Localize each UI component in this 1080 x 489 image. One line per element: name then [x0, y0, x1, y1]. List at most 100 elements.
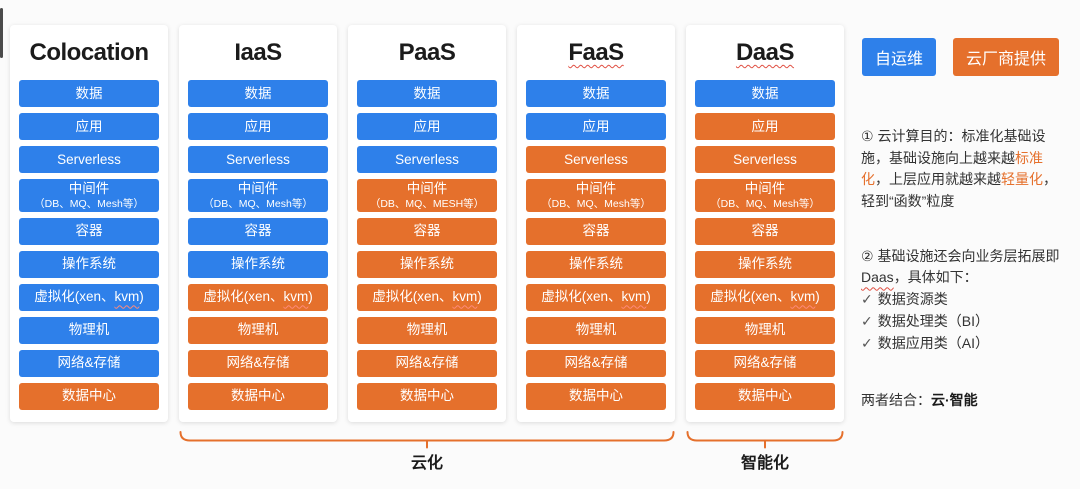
text-segment: ，轻到“函数”粒度 — [861, 171, 1057, 210]
legend-self-ops: 自运维 — [862, 38, 937, 76]
layer-label: 数据 — [76, 86, 103, 102]
layer-sublabel: （DB、MQ、Mesh等） — [203, 197, 313, 210]
text-segment: ② 基础设施还会向业务层拓展即 — [861, 247, 1060, 264]
text-segment: 中间件 — [237, 181, 279, 196]
layer-row: 操作系统 — [357, 250, 497, 278]
text-segment: 操作系统 — [738, 256, 792, 272]
layer-row: 操作系统 — [695, 250, 835, 278]
layer-label: 数据 — [752, 86, 779, 102]
layer-row: 数据中心 — [357, 382, 497, 410]
column-title-text: Colocation — [29, 39, 150, 66]
column-title-text: IaaS — [234, 39, 282, 66]
layer-row: 中间件（DB、MQ、Mesh等） — [19, 179, 159, 212]
text-segment: 网络&存储 — [57, 355, 121, 371]
layer-row: 应用 — [695, 113, 835, 140]
layer-row: 应用 — [526, 113, 666, 140]
layer-label: 中间件 — [576, 181, 617, 197]
layer-row: 容器 — [526, 217, 666, 245]
text-segment: Serverless — [564, 151, 628, 167]
layer-row: 容器 — [357, 217, 497, 245]
text-segment: 网络&存储 — [733, 355, 797, 371]
text-segment: 数据 — [75, 85, 103, 101]
layer-label: 操作系统 — [738, 256, 792, 272]
layer-label: 应用 — [245, 119, 272, 135]
column-title: PaaS — [357, 39, 497, 67]
layer-row: 中间件（DB、MQ、Mesh等） — [188, 179, 328, 212]
layer-row: 操作系统 — [188, 250, 328, 278]
layer-label: 容器 — [245, 223, 272, 239]
text-segment: 物理机 — [744, 322, 786, 338]
layer-label: 物理机 — [69, 322, 110, 338]
layer-row: 数据 — [188, 80, 328, 107]
check-icon: ✓ — [861, 312, 873, 329]
text-segment: 数据中心 — [62, 388, 116, 404]
text-segment: 数据 — [413, 85, 441, 101]
misspelled-word: kvm — [621, 289, 647, 305]
layer-label: 中间件 — [238, 181, 279, 197]
layer-sublabel: （DB、MQ、Mesh等） — [710, 197, 820, 210]
text-segment: 数据 — [751, 85, 779, 101]
layer-label: 虚拟化(xen、kvm) — [710, 289, 820, 305]
layer-label: 物理机 — [238, 322, 279, 338]
text-segment: 应用 — [75, 118, 103, 134]
layer-row: 容器 — [695, 217, 835, 245]
underbrace-label: 云化 — [410, 455, 443, 472]
text-segment: ) — [815, 289, 820, 305]
daas-category-label: 数据处理类（BI） — [877, 312, 989, 329]
layer-row: 数据中心 — [188, 382, 328, 410]
text-segment: Serverless — [57, 151, 121, 167]
text-segment: 虚拟化(xen、 — [372, 289, 453, 305]
layer-label: 中间件 — [407, 181, 448, 197]
layer-label: 容器 — [414, 223, 441, 239]
highlighted-term: 标准化 — [861, 149, 1043, 188]
layer-row: 虚拟化(xen、kvm) — [188, 283, 328, 311]
text-segment: 容器 — [244, 223, 272, 239]
layer-label: 应用 — [76, 119, 103, 135]
underbrace-shape — [179, 431, 675, 449]
column-title-text: FaaS — [568, 39, 624, 66]
layer-row: 数据 — [695, 80, 835, 107]
screen-edge-artifact — [0, 8, 3, 58]
conclusion-prefix: 两者结合： — [861, 392, 931, 409]
layer-label: 网络&存储 — [226, 355, 289, 371]
layer-label: 容器 — [752, 223, 779, 239]
layer-row: 数据 — [526, 80, 666, 107]
layer-row: Serverless — [19, 146, 159, 173]
text-segment: 容器 — [75, 223, 103, 239]
layer-label: 虚拟化(xen、kvm) — [541, 289, 651, 305]
stack-card-iaas: IaaS 数据应用 Serverless 中间件（DB、MQ、Mesh等） 容器操作系统… — [179, 25, 337, 422]
text-segment: ① 云计算目的：标准化基础设施，基础设施向上越来越 — [861, 128, 1046, 166]
text-segment: 中间件 — [406, 181, 448, 196]
layer-label: 中间件 — [69, 181, 110, 197]
layer-label: 中间件 — [745, 181, 786, 197]
layer-row: 中间件（DB、MQ、MESH等） — [357, 179, 497, 212]
text-segment: 中间件 — [68, 181, 110, 196]
layer-label: 虚拟化(xen、kvm) — [34, 289, 144, 305]
layer-row: 物理机 — [526, 316, 666, 344]
layer-row: 操作系统 — [526, 250, 666, 278]
text-segment: 容器 — [751, 223, 779, 239]
daas-category-item: ✓数据资源类 — [861, 289, 1068, 311]
layer-label: 数据中心 — [738, 388, 792, 404]
layer-row: Serverless — [188, 146, 328, 173]
layer-label: 物理机 — [576, 322, 617, 338]
legend: 自运维 云厂商提供 — [862, 38, 1060, 76]
conclusion-term: 云·智能 — [931, 392, 978, 409]
layer-label: 操作系统 — [62, 256, 116, 272]
text-segment: 网络&存储 — [564, 355, 628, 371]
layer-row: 应用 — [19, 113, 159, 140]
layer-label: 网络&存储 — [564, 355, 627, 371]
layer-label: 应用 — [583, 119, 610, 135]
misspelled-word: Daas — [861, 269, 894, 286]
layer-row: 网络&存储 — [695, 349, 835, 377]
check-icon: ✓ — [861, 291, 873, 308]
text-segment: 容器 — [413, 223, 441, 239]
text-segment: 数据 — [582, 85, 610, 101]
layer-row: Serverless — [526, 146, 666, 173]
layer-row: 虚拟化(xen、kvm) — [526, 283, 666, 311]
underbrace-label: 智能化 — [740, 455, 789, 472]
